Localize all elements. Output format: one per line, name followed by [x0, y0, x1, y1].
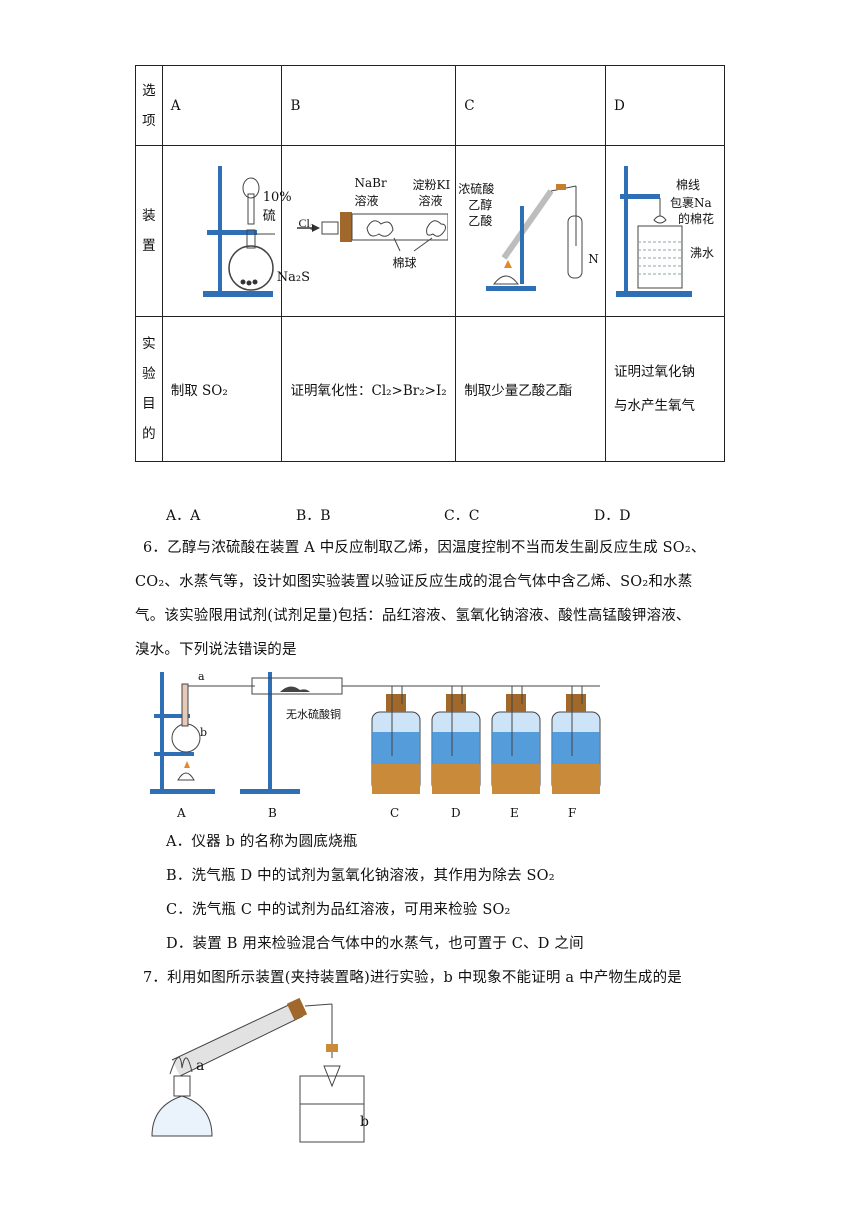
table-row-options: 选 项 A B C D: [135, 65, 725, 146]
q5-choice-c[interactable]: C．C: [444, 508, 480, 524]
apparatus-c-figure: [486, 184, 583, 291]
label-c-ethanol: 乙醇: [468, 198, 493, 212]
q6-stem-line-1: 6．乙醇与浓硫酸在装置 A 中反应制取乙烯，因温度控制不当而发生副反应生成 SO…: [143, 540, 706, 556]
option-b-header: B: [281, 65, 457, 146]
table-row-purpose: 实 验 目 的 制取 SO₂ 证明氧化性：Cl₂>Br₂>I₂ 制取少量乙酸乙酯…: [135, 316, 725, 462]
q6-label-a: a: [198, 670, 205, 683]
q6-stem-line-2: CO₂、水蒸气等，设计如图实验装置以验证反应生成的混合气体中含乙烯、SO₂和水蒸: [135, 574, 693, 590]
row-head-purpose: 实 验 目 的: [135, 316, 163, 462]
label-b-cotton: 棉球: [392, 256, 417, 270]
apparatus-c: 浓硫酸 乙醇 乙酸 N: [455, 145, 606, 317]
wash-bottle-f: [551, 686, 601, 794]
q6-stem-line-4: 溴水。下列说法错误的是: [135, 642, 297, 658]
row-head-options: 选 项: [135, 65, 163, 146]
q7-apparatus-figure: [151, 997, 365, 1143]
wash-bottle-e: [491, 686, 541, 794]
apparatus-b: Cl₂ NaBr 溶液 淀粉KI 溶液 棉球: [281, 145, 457, 317]
q6-choice-d[interactable]: D．装置 B 用来检验混合气体中的水蒸气，也可置于 C、D 之间: [166, 936, 584, 952]
purpose-b: 证明氧化性：Cl₂>Br₂>I₂: [281, 316, 457, 462]
wash-bottle-d: [431, 686, 481, 794]
q5-choice-b[interactable]: B．B: [296, 508, 331, 524]
label-b-ki: 淀粉KI: [412, 178, 451, 192]
q6-station-b: B: [268, 806, 277, 820]
q6-choice-c[interactable]: C．洗气瓶 C 中的试剂为品红溶液，可用来检验 SO₂: [166, 902, 511, 918]
apparatus-d-figure: [616, 166, 692, 297]
option-c-header: C: [455, 65, 606, 146]
q6-stem-line-3: 气。该实验限用试剂(试剂足量)包括：品红溶液、氢氧化钠溶液、酸性高锰酸钾溶液、: [135, 608, 691, 624]
q6-label-salt: 无水硫酸铜: [286, 708, 341, 721]
q6-station-e: E: [510, 806, 519, 820]
q7-stem: 7．利用如图所示装置(夹持装置略)进行实验，b 中现象不能证明 a 中产物生成的…: [143, 970, 682, 986]
apparatus-b-figure: [297, 212, 449, 252]
label-d-cotton: 的棉花: [678, 212, 715, 226]
label-c-acetic: 乙酸: [468, 214, 493, 228]
apparatus-a: 10%硫 Na₂S: [161, 145, 310, 317]
label-b-nabr-solution: 溶液: [354, 194, 379, 208]
purpose-d: 证明过氧化钠 与水产生氧气: [605, 316, 725, 462]
q6-choice-b[interactable]: B．洗气瓶 D 中的试剂为氢氧化钠溶液，其作用为除去 SO₂: [166, 868, 555, 884]
label-d-wrap: 包裹Na: [670, 196, 712, 210]
wash-bottle-c: [371, 686, 421, 794]
apparatus-a-figure: [202, 166, 275, 297]
table-row-apparatus: 装 置 10%硫 Na₂S: [135, 145, 725, 317]
purpose-c: 制取少量乙酸乙酯: [455, 316, 606, 462]
q7-label-a: a: [196, 1058, 205, 1074]
option-d-header: D: [605, 65, 725, 146]
label-d-water: 沸水: [690, 246, 715, 260]
apparatus-d: 棉线 包裹Na 的棉花 沸水: [605, 145, 725, 317]
label-c-acid: 浓硫酸: [458, 182, 495, 196]
q6-choice-a[interactable]: A．仪器 b 的名称为圆底烧瓶: [166, 834, 358, 850]
label-b-ki-solution: 溶液: [418, 194, 443, 208]
label-b-nabr: NaBr: [354, 176, 387, 190]
q5-choice-d[interactable]: D．D: [594, 508, 631, 524]
q5-choice-a[interactable]: A．A: [166, 508, 201, 524]
label-b-cl2: Cl₂: [298, 216, 315, 230]
label-c-n: N: [588, 252, 599, 266]
q6-station-d: D: [451, 806, 461, 820]
options-table: 选 项 A B C D 装 置 10%硫 Na₂S: [135, 65, 725, 462]
q6-apparatus-figure: [150, 672, 601, 794]
label-d-thread: 棉线: [676, 178, 701, 192]
row-head-apparatus: 装 置: [135, 145, 163, 317]
purpose-a: 制取 SO₂: [161, 316, 283, 462]
q6-station-a: A: [177, 806, 186, 820]
q6-station-f: F: [568, 806, 577, 820]
q6-station-c: C: [390, 806, 400, 820]
option-a-header: A: [161, 65, 283, 146]
q6-label-b: b: [200, 726, 208, 739]
q7-label-b: b: [360, 1114, 369, 1130]
